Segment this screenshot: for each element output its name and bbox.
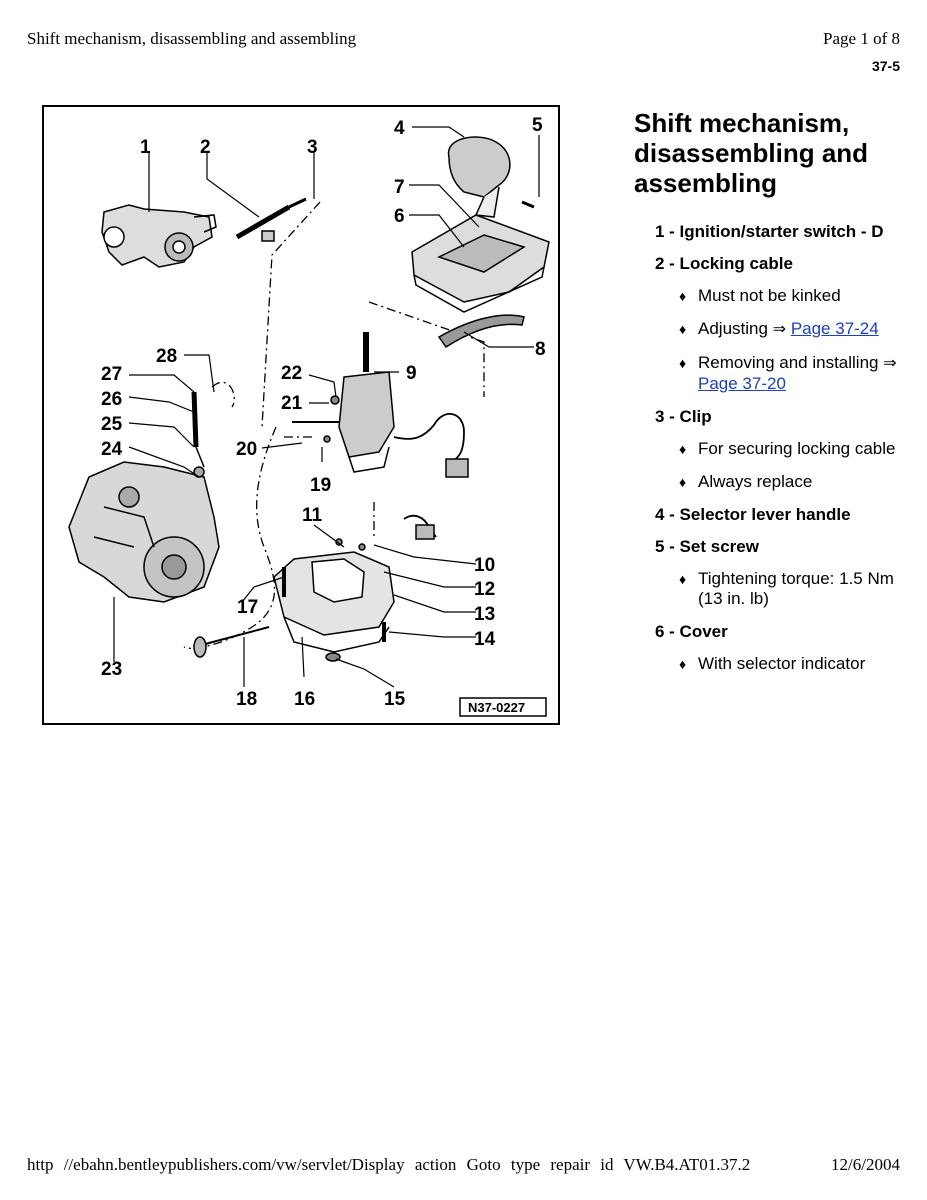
figure-ref-box: [459, 697, 547, 717]
page-title: Shift mechanism, disassembling and assem…: [634, 108, 869, 198]
callout-22: 22: [281, 363, 302, 384]
page-header-title: Shift mechanism, disassembling and assem…: [27, 29, 357, 48]
section-number: 37-5: [871, 58, 900, 74]
diamond-bullet-icon: ♦: [679, 288, 687, 304]
parts-list-note: ♦ Removing and installing ⇒ Page 37-20: [655, 353, 905, 394]
footer-url: http //ebahn.bentleypublishers.com/vw/se…: [27, 1155, 751, 1174]
callout-18: 18: [236, 689, 257, 710]
parts-list-item: 6 - Cover: [655, 622, 728, 641]
parts-list-item: 1 - Ignition/starter switch - D: [655, 222, 884, 241]
parts-list-note: ♦ Tightening torque: 1.5 Nm (13 in. lb): [655, 569, 905, 609]
note-text: Always replace: [698, 472, 813, 491]
callout-labels: 1 2 3 4 5 6 7 8 9 10 11 12 13 14 15 16 1…: [101, 115, 546, 710]
transmission-drawing: [68, 461, 220, 603]
exploded-view-drawing: 1 2 3 4 5 6 7 8 9 10 11 12 13 14 15 16 1…: [68, 115, 550, 717]
diamond-bullet-icon: ♦: [679, 656, 687, 672]
diamond-bullet-icon: ♦: [679, 474, 687, 490]
note-text: Tightening torque: 1.5 Nm (13 in. lb): [698, 569, 894, 608]
callout-9: 9: [406, 363, 417, 384]
exploded-view-figure: 1 2 3 4 5 6 7 8 9 10 11 12 13 14 15 16 1…: [42, 105, 560, 725]
callout-7: 7: [394, 177, 405, 198]
figure-ref-number: N37-0227: [468, 700, 525, 715]
parts-list-note: ♦ Always replace: [655, 472, 905, 492]
parts-list: 1 - Ignition/starter switch - D 2 - Locki…: [655, 222, 905, 687]
callout-26: 26: [101, 389, 122, 410]
callout-19: 19: [310, 475, 331, 496]
callout-15: 15: [384, 689, 406, 710]
callout-14: 14: [474, 629, 496, 650]
callout-21: 21: [281, 393, 303, 414]
callout-24: 24: [101, 439, 123, 460]
callout-10: 10: [474, 555, 495, 576]
footer-date: 12/6/2004: [831, 1155, 900, 1174]
callout-27: 27: [101, 364, 122, 385]
diamond-bullet-icon: ♦: [679, 441, 687, 457]
callout-6: 6: [394, 206, 405, 227]
parts-list-note: ♦ Adjusting ⇒ Page 37-24: [655, 319, 905, 340]
note-text: Removing and installing: [698, 353, 879, 372]
callout-13: 13: [474, 604, 495, 625]
diamond-bullet-icon: ♦: [679, 321, 687, 337]
parts-list-note: ♦ For securing locking cable: [655, 439, 905, 459]
diamond-bullet-icon: ♦: [679, 571, 687, 587]
parts-list-item: 2 - Locking cable: [655, 254, 793, 273]
parts-list-item: 5 - Set screw: [655, 537, 759, 556]
diamond-bullet-icon: ♦: [679, 355, 687, 371]
callout-20: 20: [236, 439, 257, 460]
parts-list-note: ♦ Must not be kinked: [655, 286, 905, 306]
callout-28: 28: [156, 346, 177, 367]
callout-2: 2: [200, 137, 211, 158]
page-number: Page 1 of 8: [823, 29, 900, 48]
callout-5: 5: [532, 115, 543, 136]
callout-4: 4: [394, 118, 405, 139]
callout-3: 3: [307, 137, 318, 158]
callout-8: 8: [535, 339, 546, 360]
note-text: Must not be kinked: [698, 286, 841, 305]
ignition-switch-drawing: [101, 204, 217, 268]
note-text: Adjusting: [698, 319, 768, 338]
parts-list-item: 3 - Clip: [655, 407, 712, 426]
callout-17: 17: [237, 597, 258, 618]
right-arrow-icon: ⇒: [883, 355, 897, 372]
right-arrow-icon: ⇒: [772, 321, 787, 338]
callout-11: 11: [302, 505, 323, 526]
note-text: With selector indicator: [698, 654, 866, 673]
parts-list-item: 4 - Selector lever handle: [655, 505, 851, 524]
page-reference-link[interactable]: Page 37-24: [790, 319, 879, 338]
callout-12: 12: [474, 579, 495, 600]
page-reference-link[interactable]: Page 37-20: [698, 374, 786, 393]
parts-list-note: ♦ With selector indicator: [655, 654, 905, 674]
callout-25: 25: [101, 414, 123, 435]
note-text: For securing locking cable: [698, 439, 896, 458]
callout-1: 1: [140, 137, 151, 158]
callout-23: 23: [101, 659, 122, 680]
callout-16: 16: [294, 689, 315, 710]
